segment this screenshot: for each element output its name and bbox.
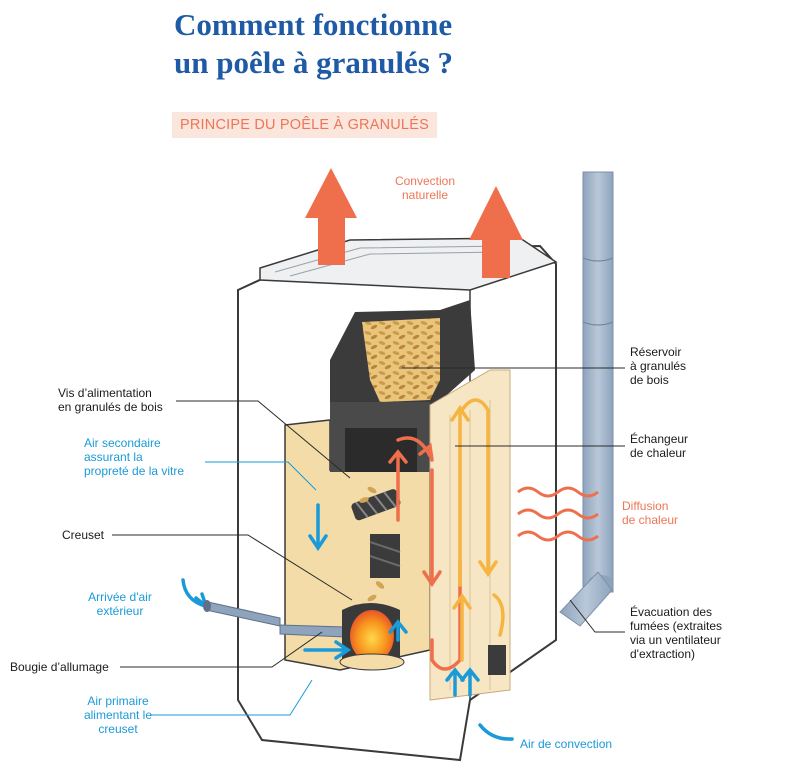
label-vis-alimentation: Vis d’alimentation en granulés de bois [58,386,163,414]
hot-gas-flow-arrows [388,398,505,671]
natural-convection-arrows [305,168,523,278]
label-reservoir: Réservoir à granulés de bois [630,345,687,387]
label-bougie-allumage: Bougie d’allumage [10,660,109,674]
label-air-primaire: Air primaire alimentant le creuset [83,694,153,736]
label-creuset: Creuset [62,528,105,542]
leader-lines-blue [150,461,317,716]
label-convection-naturelle: Convection naturelle [394,174,456,202]
stove-interior [279,300,511,701]
label-arrivee-air: Arrivée d'air extérieur [88,590,152,618]
leader-lines [112,367,625,668]
flue-pipe [559,171,614,627]
page-title: Comment fonctionne un poêle à granulés ? [174,6,594,82]
subtitle-badge: PRINCIPE DU POÊLE À GRANULÉS [172,112,437,138]
title-line-1: Comment fonctionne [174,7,453,42]
heat-diffusion-waves [517,486,599,542]
label-echangeur: Échangeur de chaleur [630,432,689,460]
label-diffusion-chaleur: Diffusion de chaleur [622,499,679,527]
title-line-2: un poêle à granulés ? [174,45,454,80]
label-air-convection: Air de convection [520,737,613,751]
label-evacuation-fumees: Évacuation des fumées (extraites via un … [630,605,723,661]
label-air-secondaire: Air secondaire assurant la propreté de l… [84,436,185,478]
